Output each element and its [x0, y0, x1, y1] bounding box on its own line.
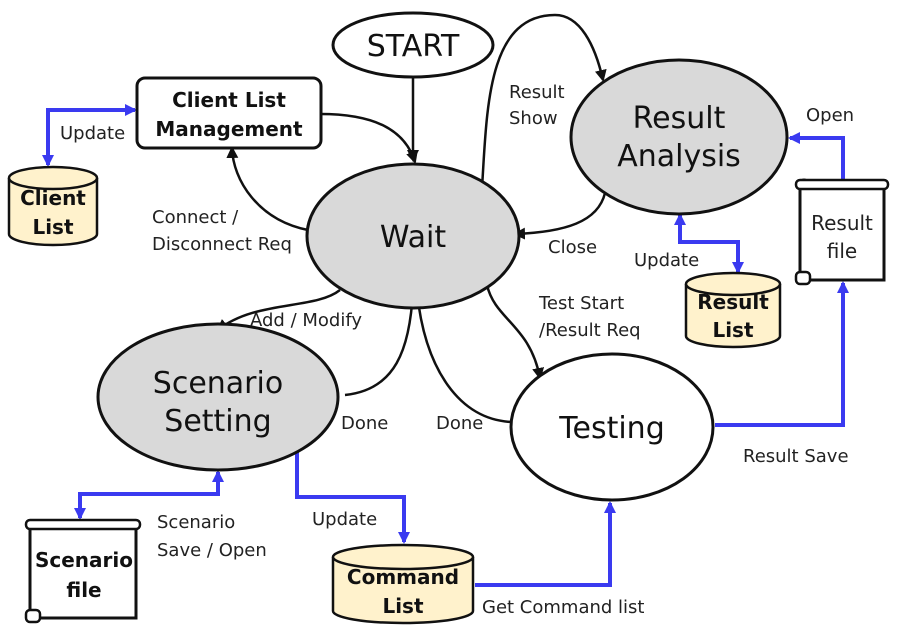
label-test-start-2: /Result Req — [539, 320, 641, 341]
svg-text:Client List: Client List — [172, 88, 286, 112]
state-result-analysis: Result Analysis — [569, 58, 789, 216]
svg-text:Management: Management — [155, 117, 303, 141]
label-close: Close — [548, 237, 597, 258]
svg-text:Result: Result — [633, 101, 726, 136]
store-command-list: Command List — [331, 543, 475, 625]
svg-text:file: file — [827, 239, 857, 263]
client-list-management-box: Client List Management — [135, 76, 323, 150]
arrow-add-modify — [216, 289, 341, 332]
state-start: START — [331, 11, 495, 79]
label-get-command-list: Get Command list — [482, 597, 644, 618]
label-result-save: Result Save — [743, 446, 849, 467]
store-result-list: Result List — [684, 271, 782, 349]
svg-text:List: List — [712, 318, 754, 342]
svg-text:Analysis: Analysis — [617, 139, 741, 174]
svg-text:Command: Command — [347, 565, 459, 589]
store-client-list: Client List — [7, 165, 99, 247]
svg-text:Scenario: Scenario — [153, 366, 283, 401]
label-scenario-save-open: Scenario — [157, 512, 235, 533]
svg-text:List: List — [382, 594, 424, 618]
arrow-wait-clm — [226, 146, 309, 232]
svg-text:file: file — [66, 578, 101, 602]
flow-command-update — [295, 447, 410, 544]
file-result: Result file — [794, 178, 890, 286]
svg-text:Scenario: Scenario — [35, 548, 133, 572]
flow-result-open — [788, 132, 845, 183]
file-scenario: Scenario file — [24, 518, 142, 624]
arrow-done-testing — [412, 290, 513, 424]
arrow-clm-wait — [319, 112, 418, 164]
label-done-testing: Done — [436, 413, 483, 434]
label-update-client: Update — [60, 123, 125, 144]
label-test-start: Test Start — [538, 293, 624, 314]
label-connect-disconnect: Connect / — [152, 207, 239, 228]
label-add-modify: Add / Modify — [250, 310, 362, 331]
label-open: Open — [806, 105, 854, 126]
label-connect-disconnect-2: Disconnect Req — [152, 234, 292, 255]
label-result-show: Result — [509, 82, 565, 103]
arrow-test-start — [485, 284, 545, 380]
flow-result-save — [715, 281, 849, 427]
flow-client-update — [42, 104, 137, 167]
label-done-scenario: Done — [341, 413, 388, 434]
svg-text:Setting: Setting — [164, 404, 271, 439]
arrow-done-scenario — [344, 288, 419, 397]
flow-scenario-file — [74, 470, 224, 520]
svg-text:Client: Client — [20, 186, 86, 210]
flow-get-command — [475, 501, 616, 587]
flow-result-update — [674, 213, 744, 274]
svg-text:START: START — [367, 29, 460, 64]
svg-text:Testing: Testing — [558, 411, 664, 446]
state-scenario-setting: Scenario Setting — [96, 322, 340, 472]
label-scenario-save-open-2: Save / Open — [157, 540, 267, 561]
label-result-show-2: Show — [509, 108, 558, 129]
label-update-result: Update — [634, 250, 699, 271]
svg-text:Result: Result — [697, 290, 769, 314]
state-wait: Wait — [305, 162, 521, 310]
state-testing: Testing — [509, 352, 715, 502]
svg-text:Wait: Wait — [380, 220, 446, 255]
arrow-close — [513, 192, 607, 240]
svg-text:List: List — [32, 215, 74, 239]
label-update-command: Update — [312, 509, 377, 530]
svg-text:Result: Result — [811, 211, 873, 235]
arrow-result-show — [480, 13, 607, 189]
